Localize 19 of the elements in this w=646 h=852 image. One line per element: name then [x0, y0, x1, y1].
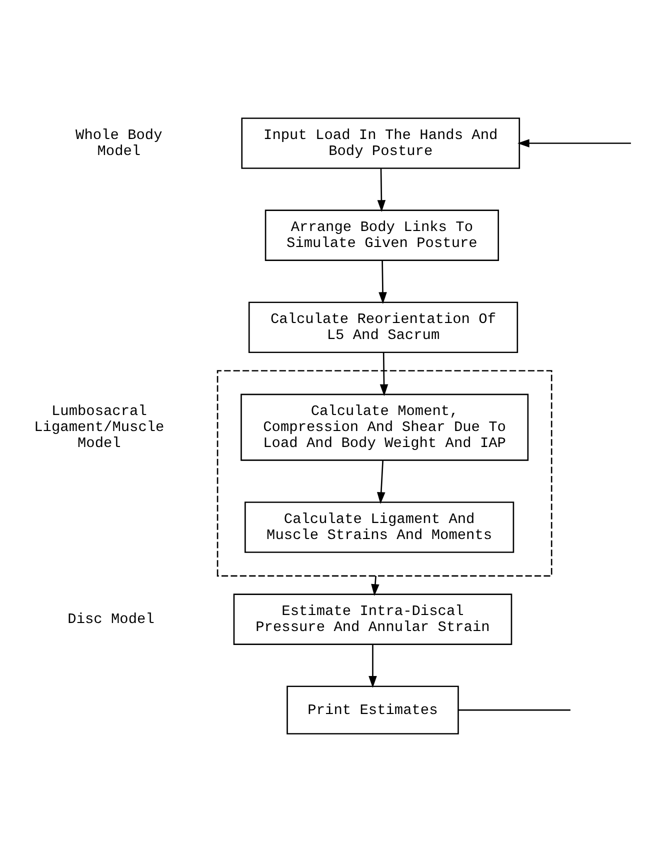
- node-box: Arrange Body Links To Simulate Given Posture: [264, 210, 499, 261]
- arrow: [371, 576, 380, 596]
- arrow: [517, 139, 631, 148]
- arrow: [377, 168, 386, 212]
- arrow: [380, 352, 388, 396]
- connector: [458, 709, 570, 711]
- node-box: Input Load In The Hands And Body Posture: [241, 118, 520, 169]
- arrow: [368, 644, 377, 688]
- node-box: Calculate Moment, Compression And Shear Due To Load And Body Weight And IAP: [240, 394, 529, 461]
- node-box: Calculate Ligament And Muscle Strains And Moments: [244, 502, 514, 553]
- arrow: [378, 260, 387, 304]
- node-box: Calculate Reorientation Of L5 And Sacrum: [248, 302, 518, 354]
- node-box: Print Estimates: [286, 686, 459, 734]
- label: Disc Model: [68, 612, 154, 628]
- label: Whole Body Model: [76, 128, 162, 160]
- label: Lumbosacral Ligament/Muscle Model: [34, 404, 164, 452]
- node-box: Estimate Intra-Discal Pressure And Annular Strain: [233, 594, 512, 645]
- cluster: [216, 370, 552, 577]
- arrow: [376, 460, 386, 504]
